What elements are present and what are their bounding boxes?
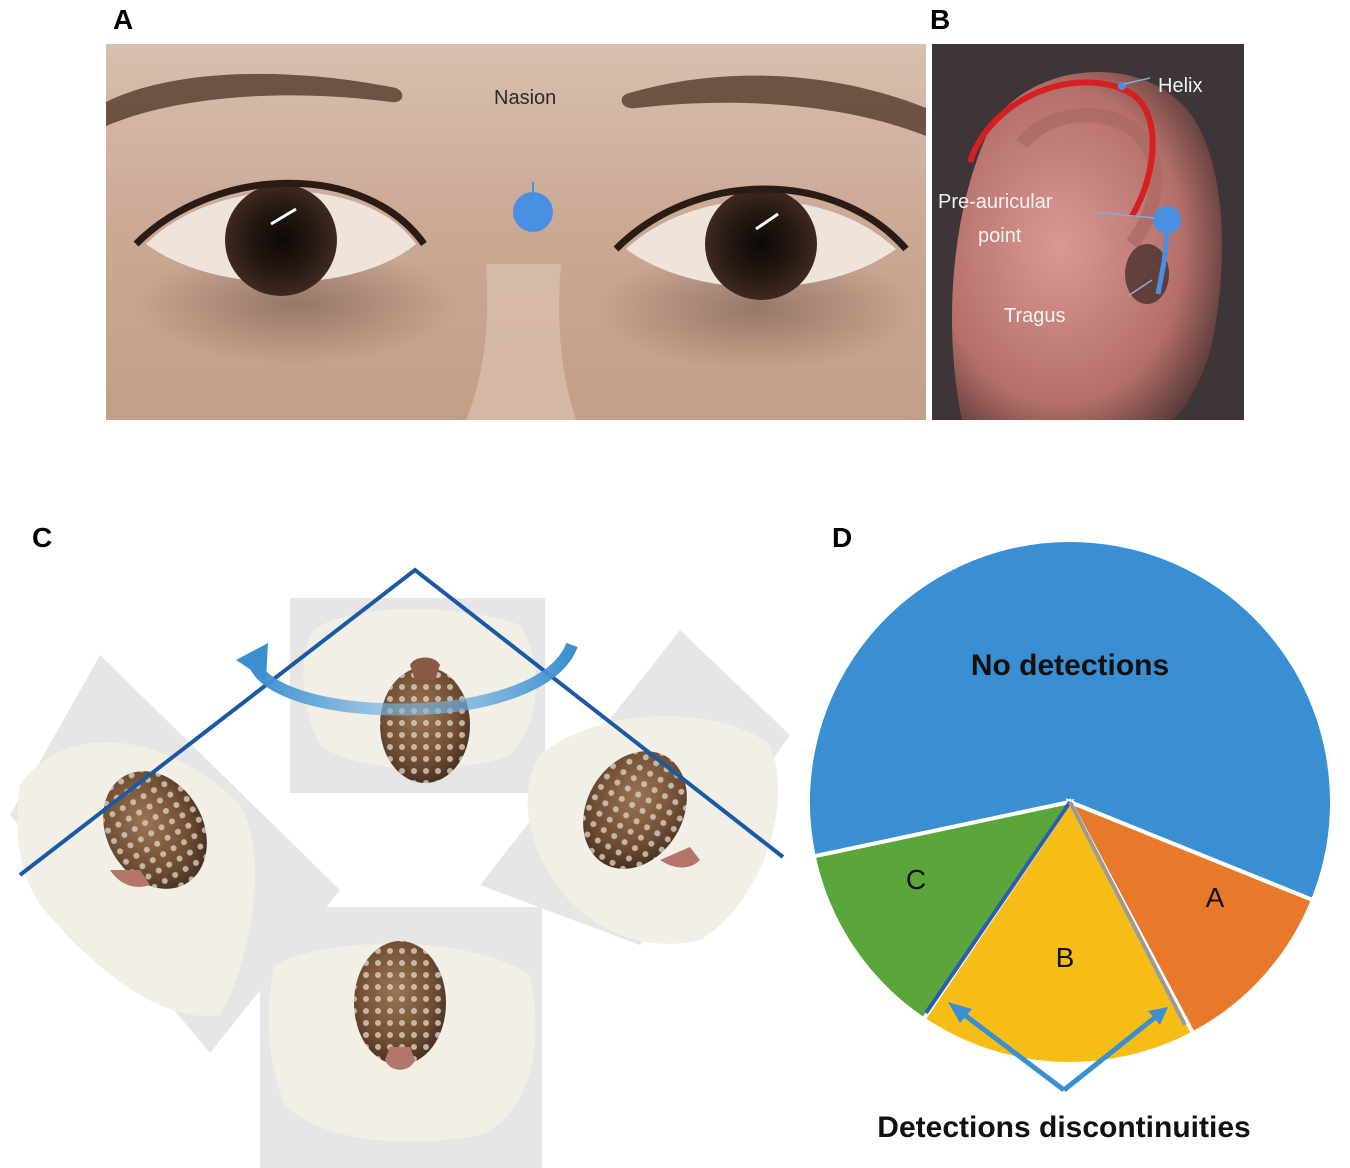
rotation-arrowhead-icon [236, 643, 268, 680]
slice-no-detections-label: No detections [971, 649, 1169, 682]
discontinuity-line-right [1068, 801, 1187, 1026]
slice-c-label: C [906, 864, 926, 895]
head-scan-illustration [10, 567, 790, 1168]
scan-path-lines [18, 567, 785, 877]
head-view-bottom [260, 907, 542, 1168]
pie-annotation-caption: Detections discontinuities [877, 1111, 1250, 1144]
rotation-arrow [249, 642, 578, 716]
head-scan-views-panel [0, 525, 800, 1168]
helix-arc [967, 79, 1156, 218]
panel-letter-b: B [930, 4, 951, 35]
slice-a-label: A [1206, 882, 1225, 913]
preauricular-label-line2: point [978, 225, 1022, 247]
right-eye [613, 185, 909, 300]
ear-illustration: Helix Pre-auricular point Tragus [932, 44, 1244, 420]
discontinuity-arrows [956, 1008, 1160, 1092]
slice-b [920, 798, 1196, 1066]
preauricular-label-line1: Pre-auricular [938, 191, 1053, 213]
head-view-left [10, 655, 340, 1053]
head-view-right [480, 630, 790, 945]
slice-a [1065, 798, 1316, 1037]
ear-photo-panel: Helix Pre-auricular point Tragus [932, 44, 1244, 420]
left-eyebrow [106, 73, 403, 126]
slice-no-detections [806, 538, 1334, 903]
helix-label: Helix [1158, 75, 1202, 97]
panel-letter-c: C [32, 522, 53, 553]
face-eyes-illustration: Nasion [106, 44, 926, 420]
discontinuity-line-left [924, 800, 1072, 1015]
left-eye [133, 179, 427, 296]
tragus-label: Tragus [1004, 305, 1066, 327]
arrowhead-left-icon [948, 1002, 972, 1023]
slice-b-label: B [1056, 942, 1075, 973]
right-eyebrow [621, 75, 926, 136]
panel-letter-a: A [113, 4, 134, 35]
arrowhead-right-icon [1148, 1007, 1168, 1025]
preauricular-marker [1153, 206, 1181, 234]
slice-c [811, 799, 1075, 1022]
nasion-label: Nasion [494, 87, 556, 109]
nasion-marker [513, 192, 553, 232]
nasion-photo-panel: Nasion [106, 44, 926, 420]
panel-letter-d: D [832, 522, 853, 553]
